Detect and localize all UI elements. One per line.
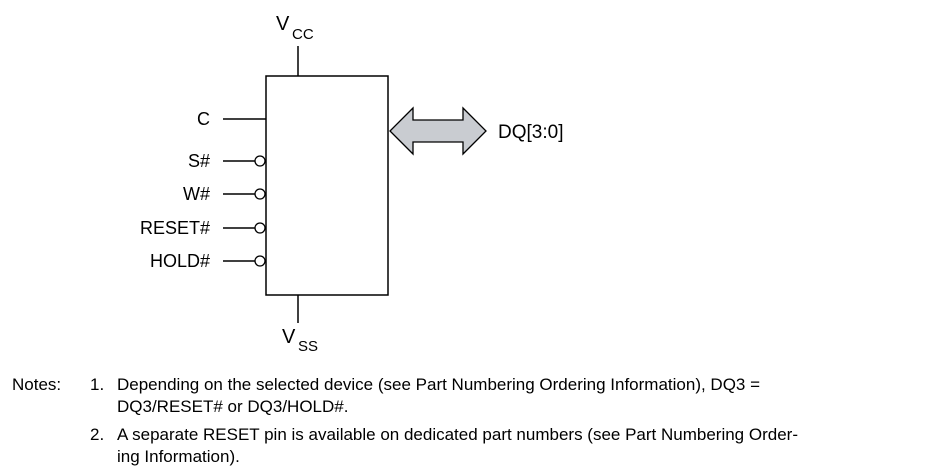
vss-main: V [282,326,296,348]
note-line: Depending on the selected device (see Pa… [117,375,761,394]
logic-diagram: V CC V SS C S# W# RESET# HOLD# DQ[3:0] [140,13,564,355]
pin-label-s: S# [188,151,210,171]
bidirectional-arrow-icon [389,106,487,156]
notes-label: Notes: [12,375,62,394]
note-text: A separate RESET pin is available on ded… [117,424,887,468]
pin-bubble-s [254,155,266,167]
note-line: ing Information). [117,447,240,466]
vss-label: V SS [282,326,318,355]
pin-bubble-reset [254,222,266,234]
vcc-sub: CC [292,26,314,43]
vcc-main: V [276,13,290,35]
note-number: 1. [90,375,105,394]
vss-sub: SS [298,338,318,355]
chip-body [265,75,389,296]
vcc-label: V CC [276,13,314,43]
note-line: A separate RESET pin is available on ded… [117,425,798,444]
pin-label-c: C [197,109,210,129]
bus-label: DQ[3:0] [498,122,563,143]
note-text: Depending on the selected device (see Pa… [117,374,887,418]
pin-label-w: W# [183,184,210,204]
note-line: DQ3/RESET# or DQ3/HOLD#. [117,397,349,416]
pin-label-reset: RESET# [140,218,210,238]
pin-bubble-hold [254,255,266,267]
note-number: 2. [90,425,105,444]
pin-bubble-w [254,188,266,200]
pin-label-hold: HOLD# [150,251,210,271]
